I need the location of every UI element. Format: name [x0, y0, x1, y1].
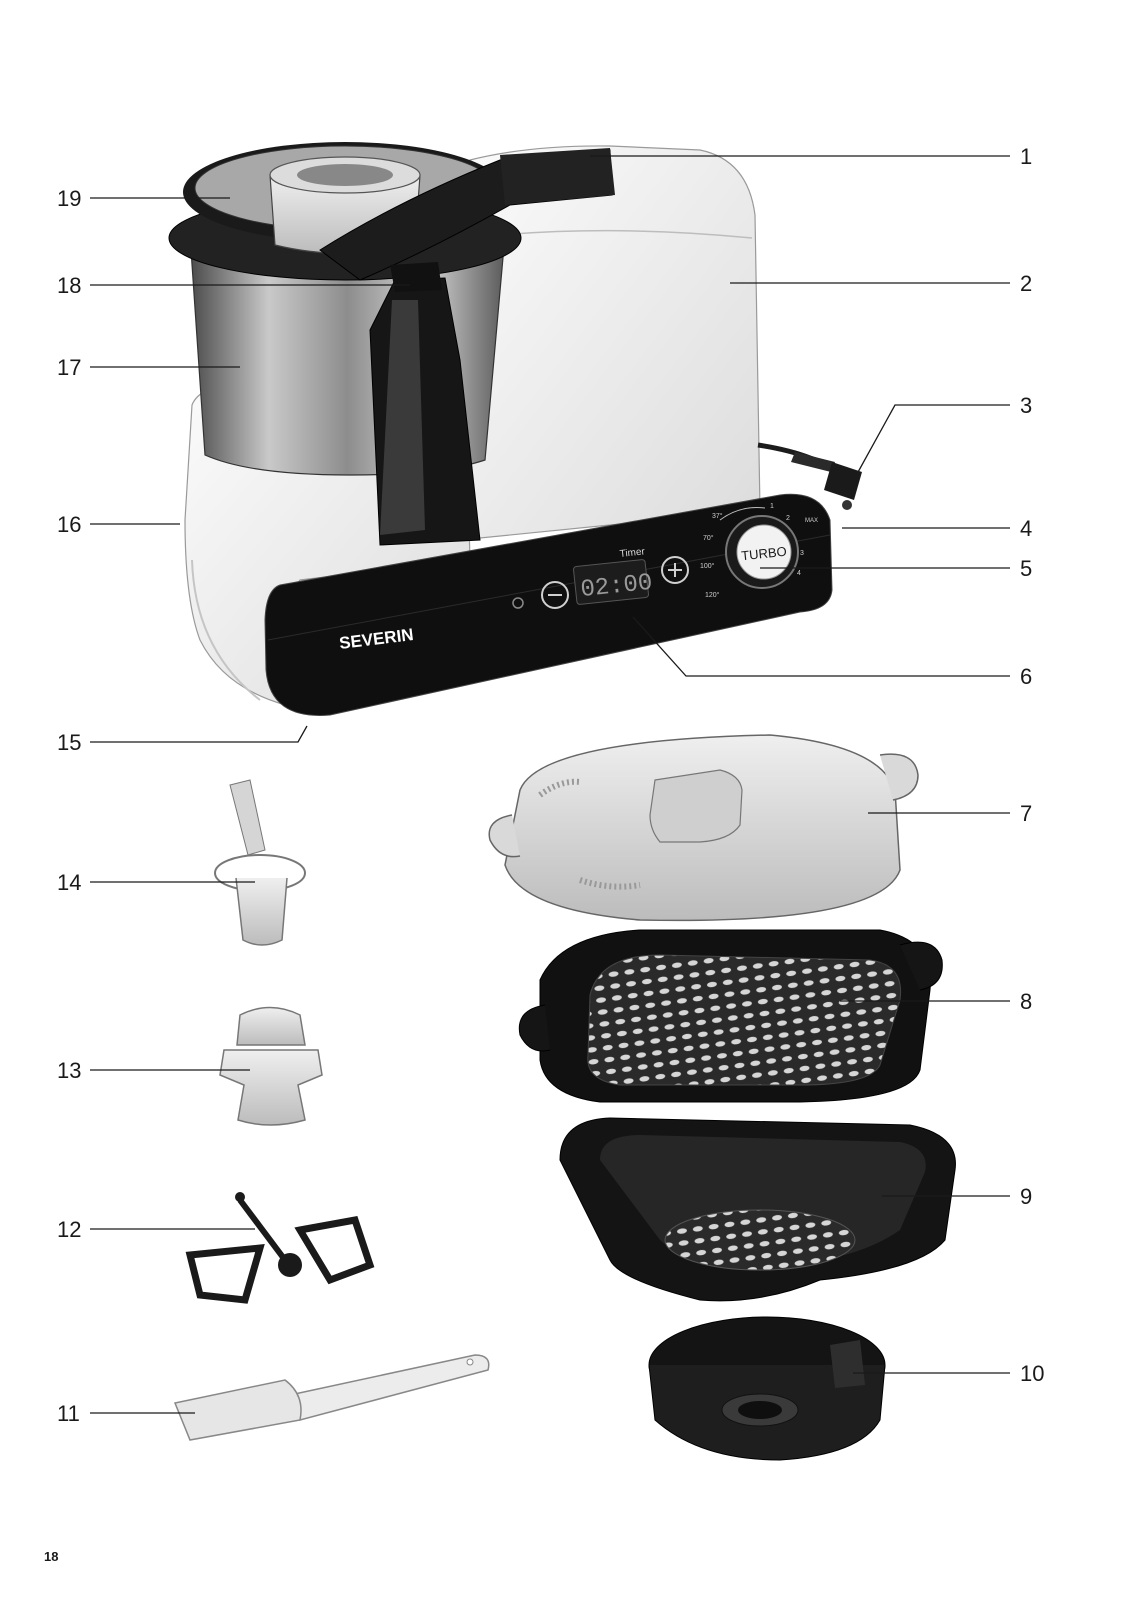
butterfly-whisk [185, 1192, 375, 1304]
callout-9: 9 [1020, 1184, 1032, 1209]
dial-mark-1: 1 [770, 503, 774, 510]
callout-1: 1 [1020, 144, 1032, 169]
steamer-lid [488, 734, 919, 922]
measuring-lid [219, 1006, 323, 1126]
turbo-button-label[interactable]: TURBO [740, 544, 787, 564]
callout-5: 5 [1020, 556, 1032, 581]
callout-11: 11 [57, 1401, 80, 1426]
minus-button[interactable] [541, 581, 569, 609]
callout-7: 7 [1020, 801, 1032, 826]
spatula [173, 1354, 490, 1441]
callout-8: 8 [1020, 989, 1032, 1014]
callout-3: 3 [1020, 393, 1032, 418]
plus-button[interactable] [661, 556, 689, 584]
callout-6: 6 [1020, 664, 1032, 689]
dial-mark-120: 120° [705, 591, 720, 599]
callout-15: 15 [57, 730, 81, 755]
page-number: 18 [44, 1549, 59, 1564]
leader-lines [90, 155, 1010, 1414]
steam-icon[interactable] [512, 597, 524, 609]
dial-mark-70: 70° [703, 534, 714, 542]
dial-mark-100: 100° [700, 562, 715, 570]
callout-17: 17 [57, 355, 81, 380]
kitchen-machine: SEVERIN 02:00 Timer TURBO 37° 70° 100° 1… [168, 142, 862, 716]
callout-2: 2 [1020, 271, 1032, 296]
steamer-base [648, 1316, 886, 1461]
dial-mark-3: 3 [800, 550, 804, 557]
steamer-tray [518, 929, 943, 1103]
callout-13: 13 [57, 1058, 81, 1083]
speed-temperature-dial[interactable]: TURBO 37° 70° 100° 120° 1 2 3 4 MAX [700, 503, 818, 599]
callout-10: 10 [1020, 1361, 1044, 1386]
callout-19: 19 [57, 186, 81, 211]
timer-display [573, 559, 649, 605]
callout-16: 16 [57, 512, 81, 537]
dial-mark-4: 4 [797, 570, 801, 577]
dial-mark-max: MAX [805, 518, 818, 524]
callout-18: 18 [57, 273, 81, 298]
timer-label: Timer [619, 546, 646, 560]
steamer-bowl [559, 1117, 956, 1302]
callout-4: 4 [1020, 516, 1032, 541]
callout-12: 12 [57, 1217, 81, 1242]
strainer-basket [214, 779, 306, 946]
dial-mark-2: 2 [786, 515, 790, 522]
callout-14: 14 [57, 870, 81, 895]
callout-numbers: 1 2 3 4 5 6 7 8 9 10 11 12 13 14 15 16 1… [57, 144, 1044, 1426]
dial-mark-37: 37° [712, 512, 723, 520]
